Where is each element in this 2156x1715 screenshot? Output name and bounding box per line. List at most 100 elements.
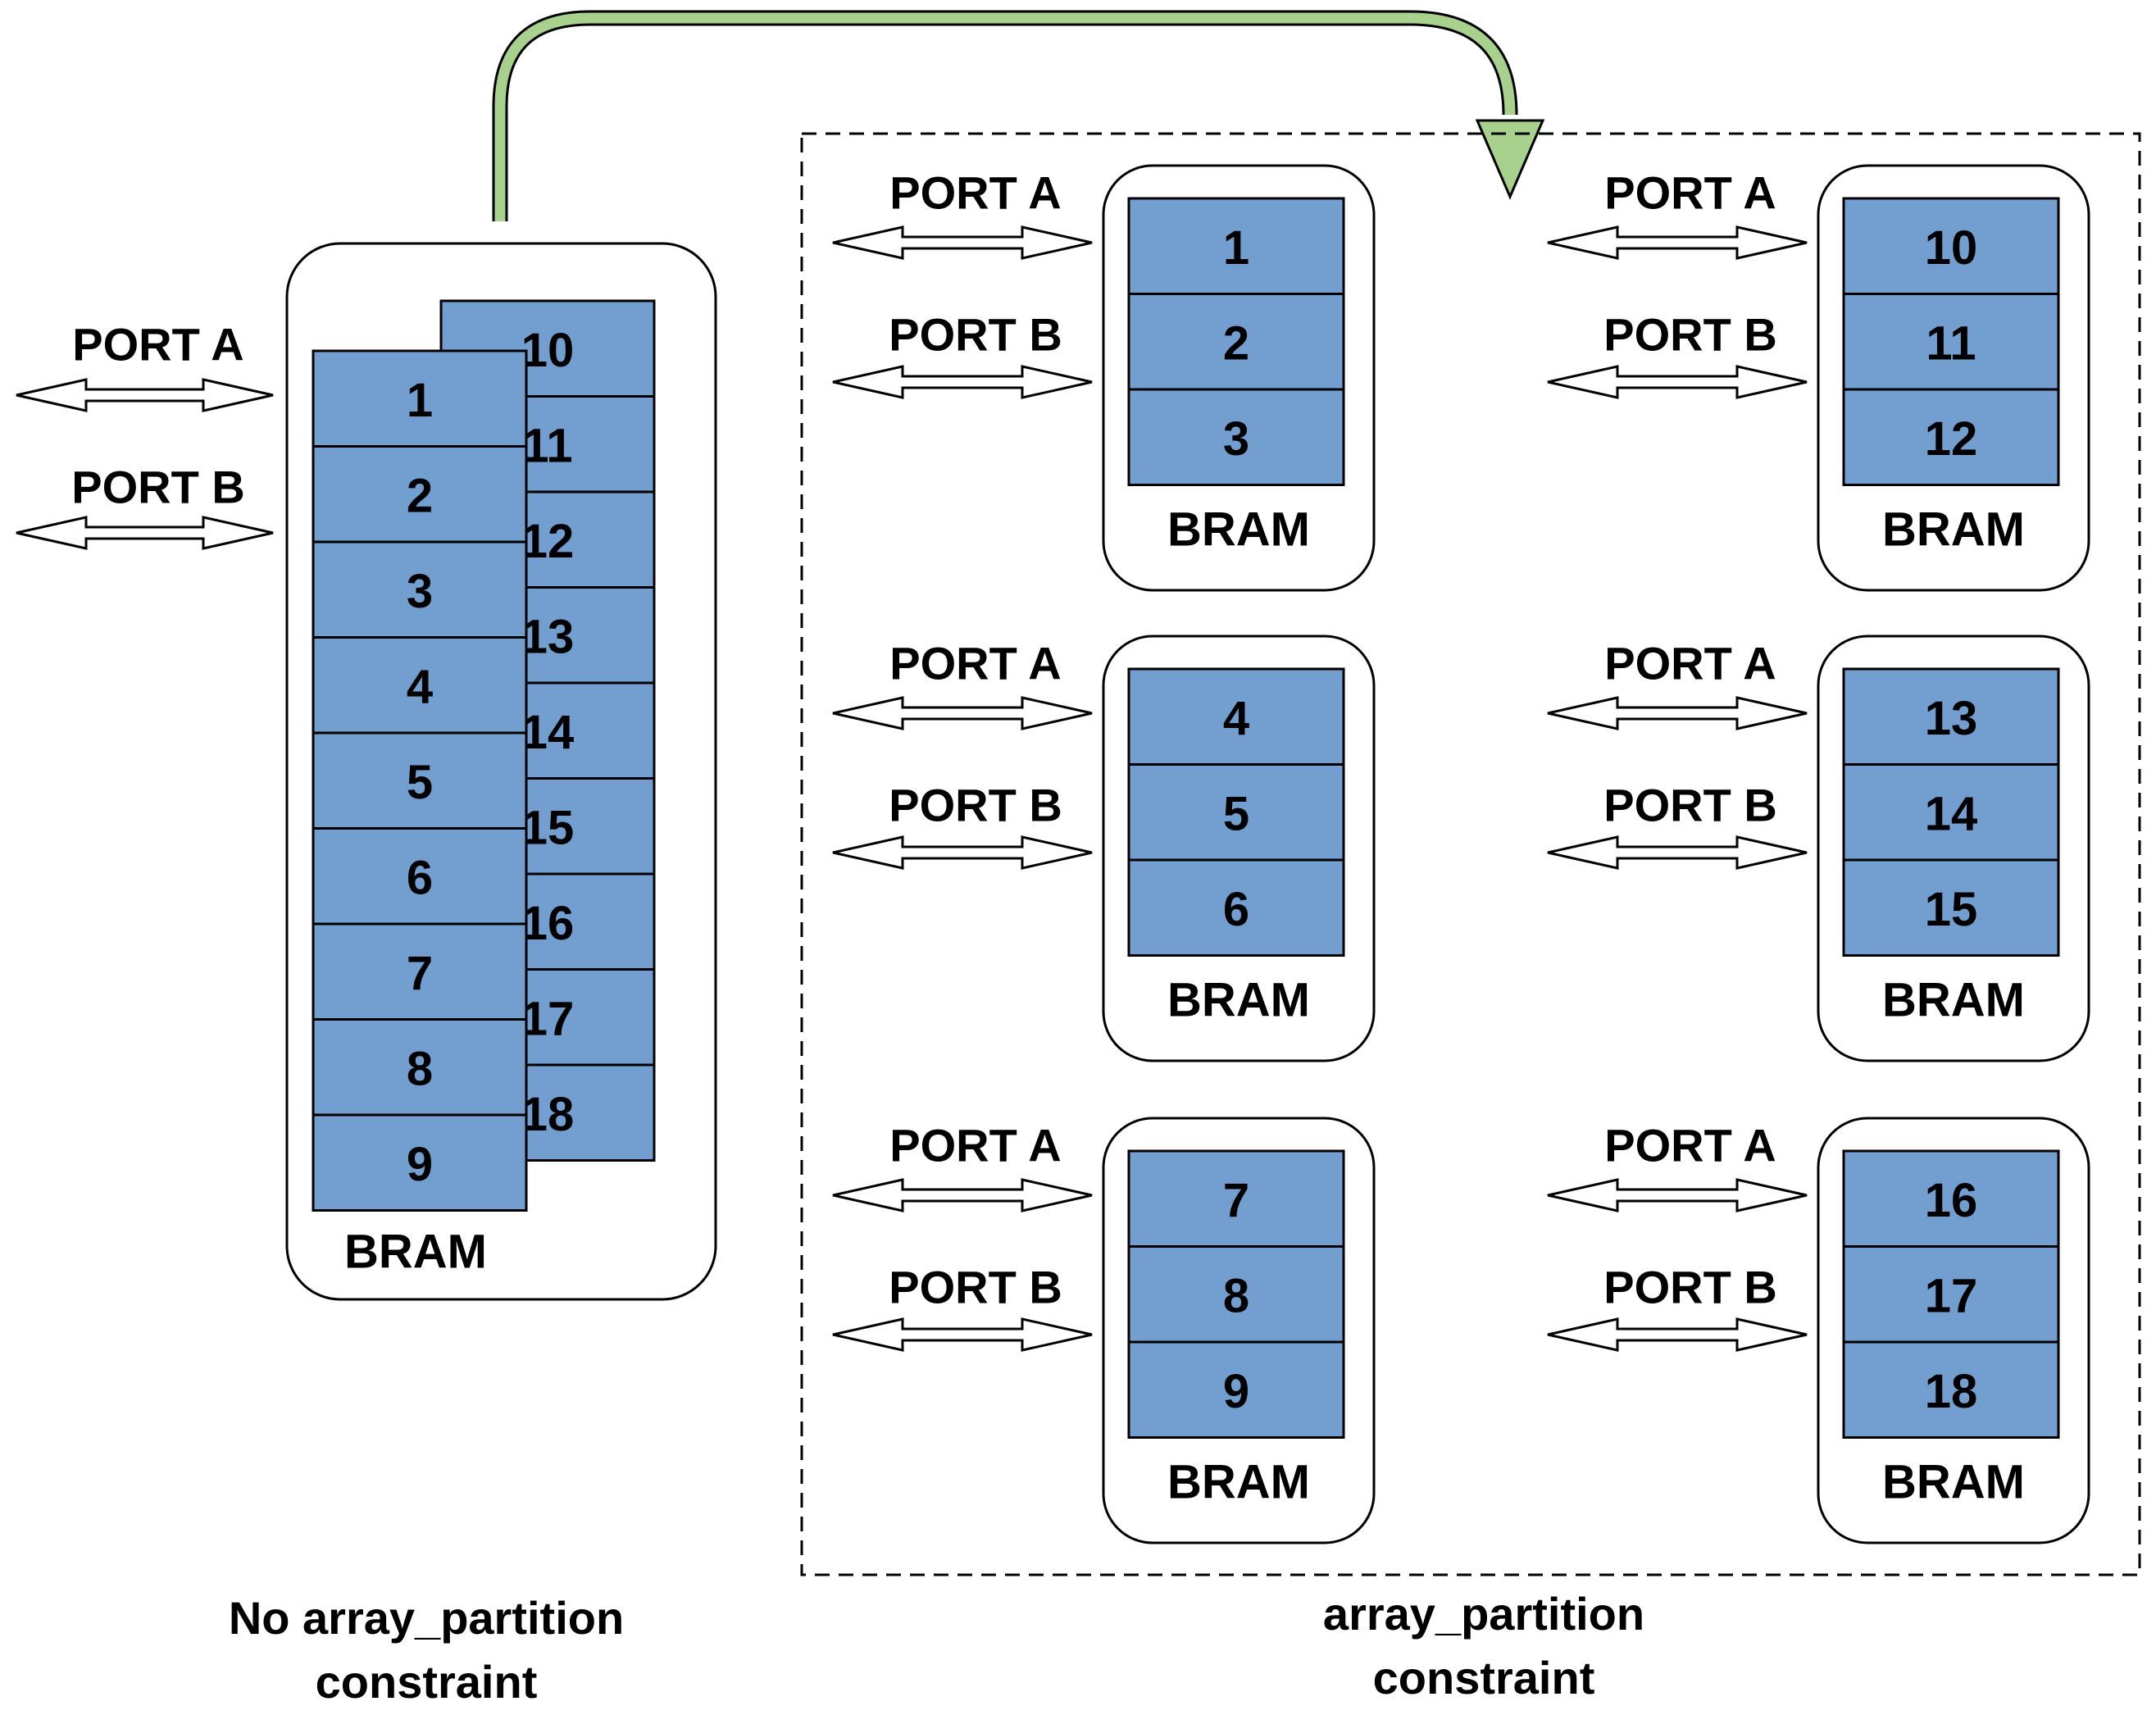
back-cell-label-10: 10 <box>521 324 575 377</box>
front-cell-6 <box>312 827 528 926</box>
bram-6-port-a-label: PORT A <box>1604 1120 1776 1171</box>
bram-3-port-a-label: PORT A <box>889 638 1061 689</box>
bram-5-cell-9 <box>1127 1340 1345 1439</box>
front-cell-1 <box>312 349 528 448</box>
bram-5-port-a-label: PORT A <box>889 1120 1061 1171</box>
front-cell-5 <box>312 731 528 830</box>
bram-2-port-b-label: PORT B <box>1603 309 1777 361</box>
back-cell-label-18: 18 <box>521 1088 575 1141</box>
port-b-arrow-left <box>16 516 274 550</box>
bram-6-cell-label-18: 18 <box>1925 1365 1978 1418</box>
back-cell-label-16: 16 <box>521 897 575 950</box>
transition-arrow-shaft <box>494 12 1516 221</box>
front-cell-label-3: 3 <box>407 565 433 618</box>
bram-5-port-b-label: PORT B <box>889 1262 1062 1313</box>
bram-6-port-b-arrow <box>1547 1317 1808 1352</box>
front-cell-label-5: 5 <box>407 756 433 809</box>
bram-2-port-a-label: PORT A <box>1604 167 1776 219</box>
caption-no-partition-line2: constraint <box>315 1656 538 1708</box>
bram-3-label: BRAM <box>1167 974 1310 1027</box>
bram-3-port-b-arrow <box>832 835 1093 870</box>
bram-4-cell-14 <box>1842 763 2060 862</box>
bram-6-port-a-arrow <box>1547 1178 1808 1212</box>
bram-4-port-b-arrow <box>1547 835 1808 870</box>
bram-2-port-b-arrow <box>1547 365 1808 399</box>
bram-4-port-a-arrow <box>1547 696 1808 730</box>
bram-label-unpartitioned: BRAM <box>344 1226 487 1279</box>
bram-4-port-b-label: PORT B <box>1603 780 1777 831</box>
bram-2-cell-label-12: 12 <box>1925 412 1978 466</box>
back-cell-label-13: 13 <box>521 610 575 663</box>
front-cell-9 <box>312 1113 528 1212</box>
caption-no-partition: No array_partition constraint <box>164 1586 689 1714</box>
bram-6-port-b-label: PORT B <box>1603 1262 1777 1313</box>
front-cell-label-8: 8 <box>407 1042 433 1095</box>
front-cell-8 <box>312 1018 528 1117</box>
bram-5-cell-label-9: 9 <box>1223 1365 1249 1418</box>
caption-no-partition-line1: No array_partition <box>228 1592 625 1644</box>
back-cell-label-17: 17 <box>521 992 575 1045</box>
caption-partition: array_partition constraint <box>1221 1582 1746 1710</box>
bram-4-cell-label-13: 13 <box>1925 692 1978 745</box>
partition-frame <box>800 132 2141 1576</box>
bram-5-port-a-arrow <box>832 1178 1093 1212</box>
front-cell-label-6: 6 <box>407 851 433 904</box>
bram-3-cell-5 <box>1127 763 1345 862</box>
bram-5-cell-label-8: 8 <box>1223 1269 1249 1322</box>
bram-3-cell-6 <box>1127 858 1345 957</box>
bram-6-label: BRAM <box>1882 1456 2025 1509</box>
bram-6-cell-16 <box>1842 1149 2060 1248</box>
back-cell-label-12: 12 <box>521 515 575 568</box>
front-cell-2 <box>312 445 528 544</box>
bram-4-label: BRAM <box>1882 974 2025 1027</box>
bram-3-cell-label-6: 6 <box>1223 883 1249 936</box>
front-cell-label-9: 9 <box>407 1138 433 1191</box>
bram-6-cell-label-16: 16 <box>1925 1174 1978 1227</box>
bram-1-cell-3 <box>1127 388 1345 486</box>
bram-4-cell-label-14: 14 <box>1925 787 1978 840</box>
port-b-label-left: PORT B <box>71 462 245 513</box>
bram-3-cell-label-4: 4 <box>1223 692 1249 745</box>
bram-3-port-b-label: PORT B <box>889 780 1062 831</box>
bram-1-port-a-label: PORT A <box>889 167 1061 219</box>
bram-2-label: BRAM <box>1882 503 2025 557</box>
bram-6-cell-label-17: 17 <box>1925 1269 1978 1322</box>
bram-1-port-a-arrow <box>832 225 1093 260</box>
bram-4-cell-13 <box>1842 667 2060 766</box>
front-cell-3 <box>312 540 528 639</box>
bram-1-cell-label-2: 2 <box>1223 316 1249 370</box>
bram-3-cell-label-5: 5 <box>1223 787 1249 840</box>
front-cell-7 <box>312 922 528 1021</box>
front-cell-label-4: 4 <box>407 660 433 713</box>
front-cell-4 <box>312 636 528 735</box>
bram-2-port-a-arrow <box>1547 225 1808 260</box>
bram-5-label: BRAM <box>1167 1456 1310 1509</box>
bram-1-cell-label-1: 1 <box>1223 221 1249 275</box>
bram-1-port-b-arrow <box>832 365 1093 399</box>
port-a-label-left: PORT A <box>72 319 243 371</box>
bram-6-cell-17 <box>1842 1245 2060 1344</box>
bram-4-port-a-label: PORT A <box>1604 638 1776 689</box>
bram-5-cell-7 <box>1127 1149 1345 1248</box>
caption-partition-line1: array_partition <box>1322 1588 1645 1640</box>
bram-3-port-a-arrow <box>832 696 1093 730</box>
front-cell-label-2: 2 <box>407 469 433 522</box>
bram-1-cell-1 <box>1127 197 1345 295</box>
caption-partition-line2: constraint <box>1372 1652 1595 1704</box>
bram-2-cell-12 <box>1842 388 2060 486</box>
back-cell-label-14: 14 <box>521 706 575 759</box>
bram-4-cell-15 <box>1842 858 2060 957</box>
port-a-arrow-left <box>16 378 274 412</box>
bram-2-cell-10 <box>1842 197 2060 295</box>
front-cell-label-1: 1 <box>407 374 433 427</box>
bram-1-label: BRAM <box>1167 503 1310 557</box>
front-cell-label-7: 7 <box>407 947 433 1000</box>
bram-6-cell-18 <box>1842 1340 2060 1439</box>
back-cell-label-15: 15 <box>521 801 575 854</box>
bram-5-port-b-arrow <box>832 1317 1093 1352</box>
transition-arrow-head <box>1475 119 1545 200</box>
back-cell-label-11: 11 <box>522 419 572 472</box>
bram-2-cell-label-11: 11 <box>1926 316 1976 370</box>
bram-4-cell-label-15: 15 <box>1925 883 1978 936</box>
